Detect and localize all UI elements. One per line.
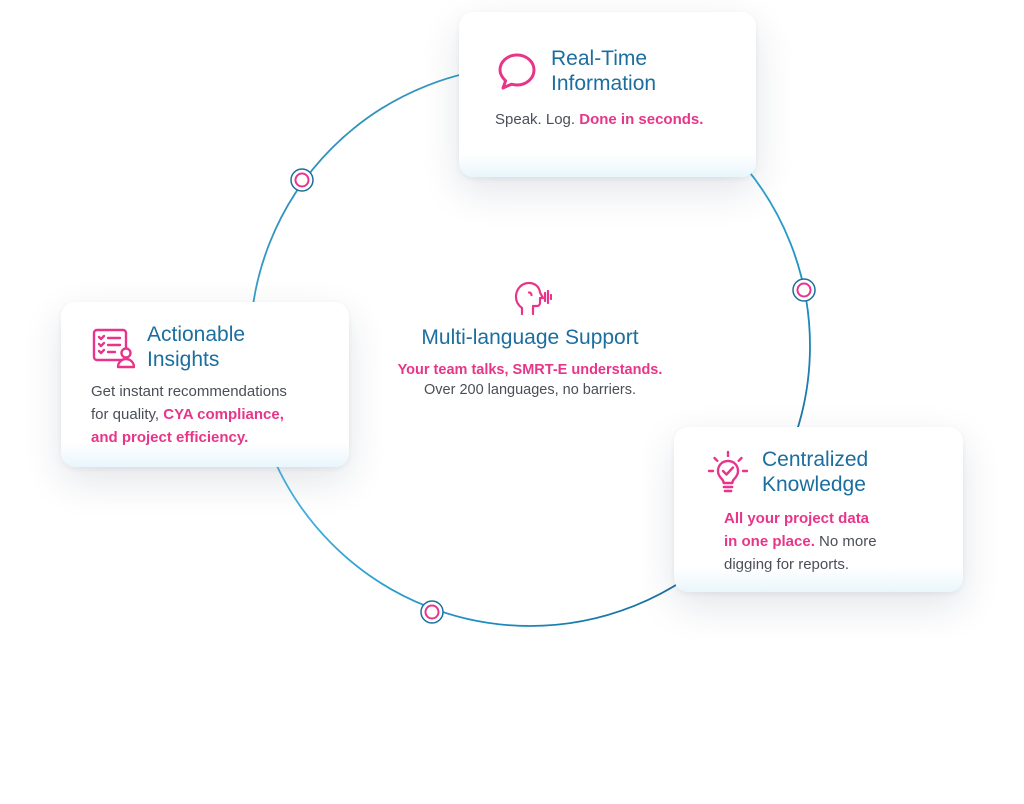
card-title: Actionable Insights [147, 322, 245, 372]
card-text: Get instant recommendations [91, 383, 287, 400]
card-highlight: and project efficiency. [91, 429, 249, 446]
card-actionable-insights: Actionable Insights Get instant recommen… [61, 302, 349, 467]
ring-node-right [792, 278, 816, 302]
center-highlight: Your team talks, SMRT-E understands. [397, 362, 663, 378]
card-title: Centralized Knowledge [762, 447, 868, 497]
card-highlight: All your project data [724, 510, 870, 527]
ring-node-bottom [420, 600, 444, 624]
card-description: All your project data in one place. No m… [706, 507, 943, 576]
card-title-line1: Centralized [762, 448, 869, 471]
speaking-head-icon [514, 281, 552, 316]
card-header: Real-Time Information [495, 46, 732, 96]
card-highlight: in one place. [724, 533, 815, 550]
card-title-line2: Knowledge [762, 473, 866, 496]
card-description: Get instant recommendations for quality,… [91, 380, 329, 449]
card-description: Speak. Log. Done in seconds. [495, 108, 732, 131]
card-text: digging for reports. [724, 556, 850, 573]
card-title: Real-Time Information [551, 46, 656, 96]
card-text: No more [814, 533, 877, 550]
card-title-line1: Real-Time [551, 47, 648, 70]
card-highlight: CYA compliance, [163, 406, 284, 423]
card-text: for quality, [91, 406, 164, 423]
card-header: Centralized Knowledge [706, 447, 943, 497]
ring-node-top-left [290, 168, 314, 192]
center-multi-language: Multi-language Support Your team talks, … [370, 278, 690, 398]
card-title-line1: Actionable [147, 323, 246, 346]
card-title-line2: Insights [147, 348, 220, 371]
lightbulb-icon [706, 450, 750, 494]
center-title: Multi-language Support [421, 326, 639, 349]
card-header: Actionable Insights [91, 322, 329, 372]
card-realtime-information: Real-Time Information Speak. Log. Done i… [459, 12, 756, 177]
chat-bubble-icon [495, 49, 539, 93]
card-centralized-knowledge: Centralized Knowledge All your project d… [674, 427, 963, 592]
card-highlight: Done in seconds. [579, 111, 704, 128]
card-title-line2: Information [551, 72, 657, 95]
center-text: Over 200 languages, no barriers. [424, 382, 636, 398]
checklist-user-icon [91, 325, 135, 369]
card-text: Speak. Log. [495, 111, 580, 128]
